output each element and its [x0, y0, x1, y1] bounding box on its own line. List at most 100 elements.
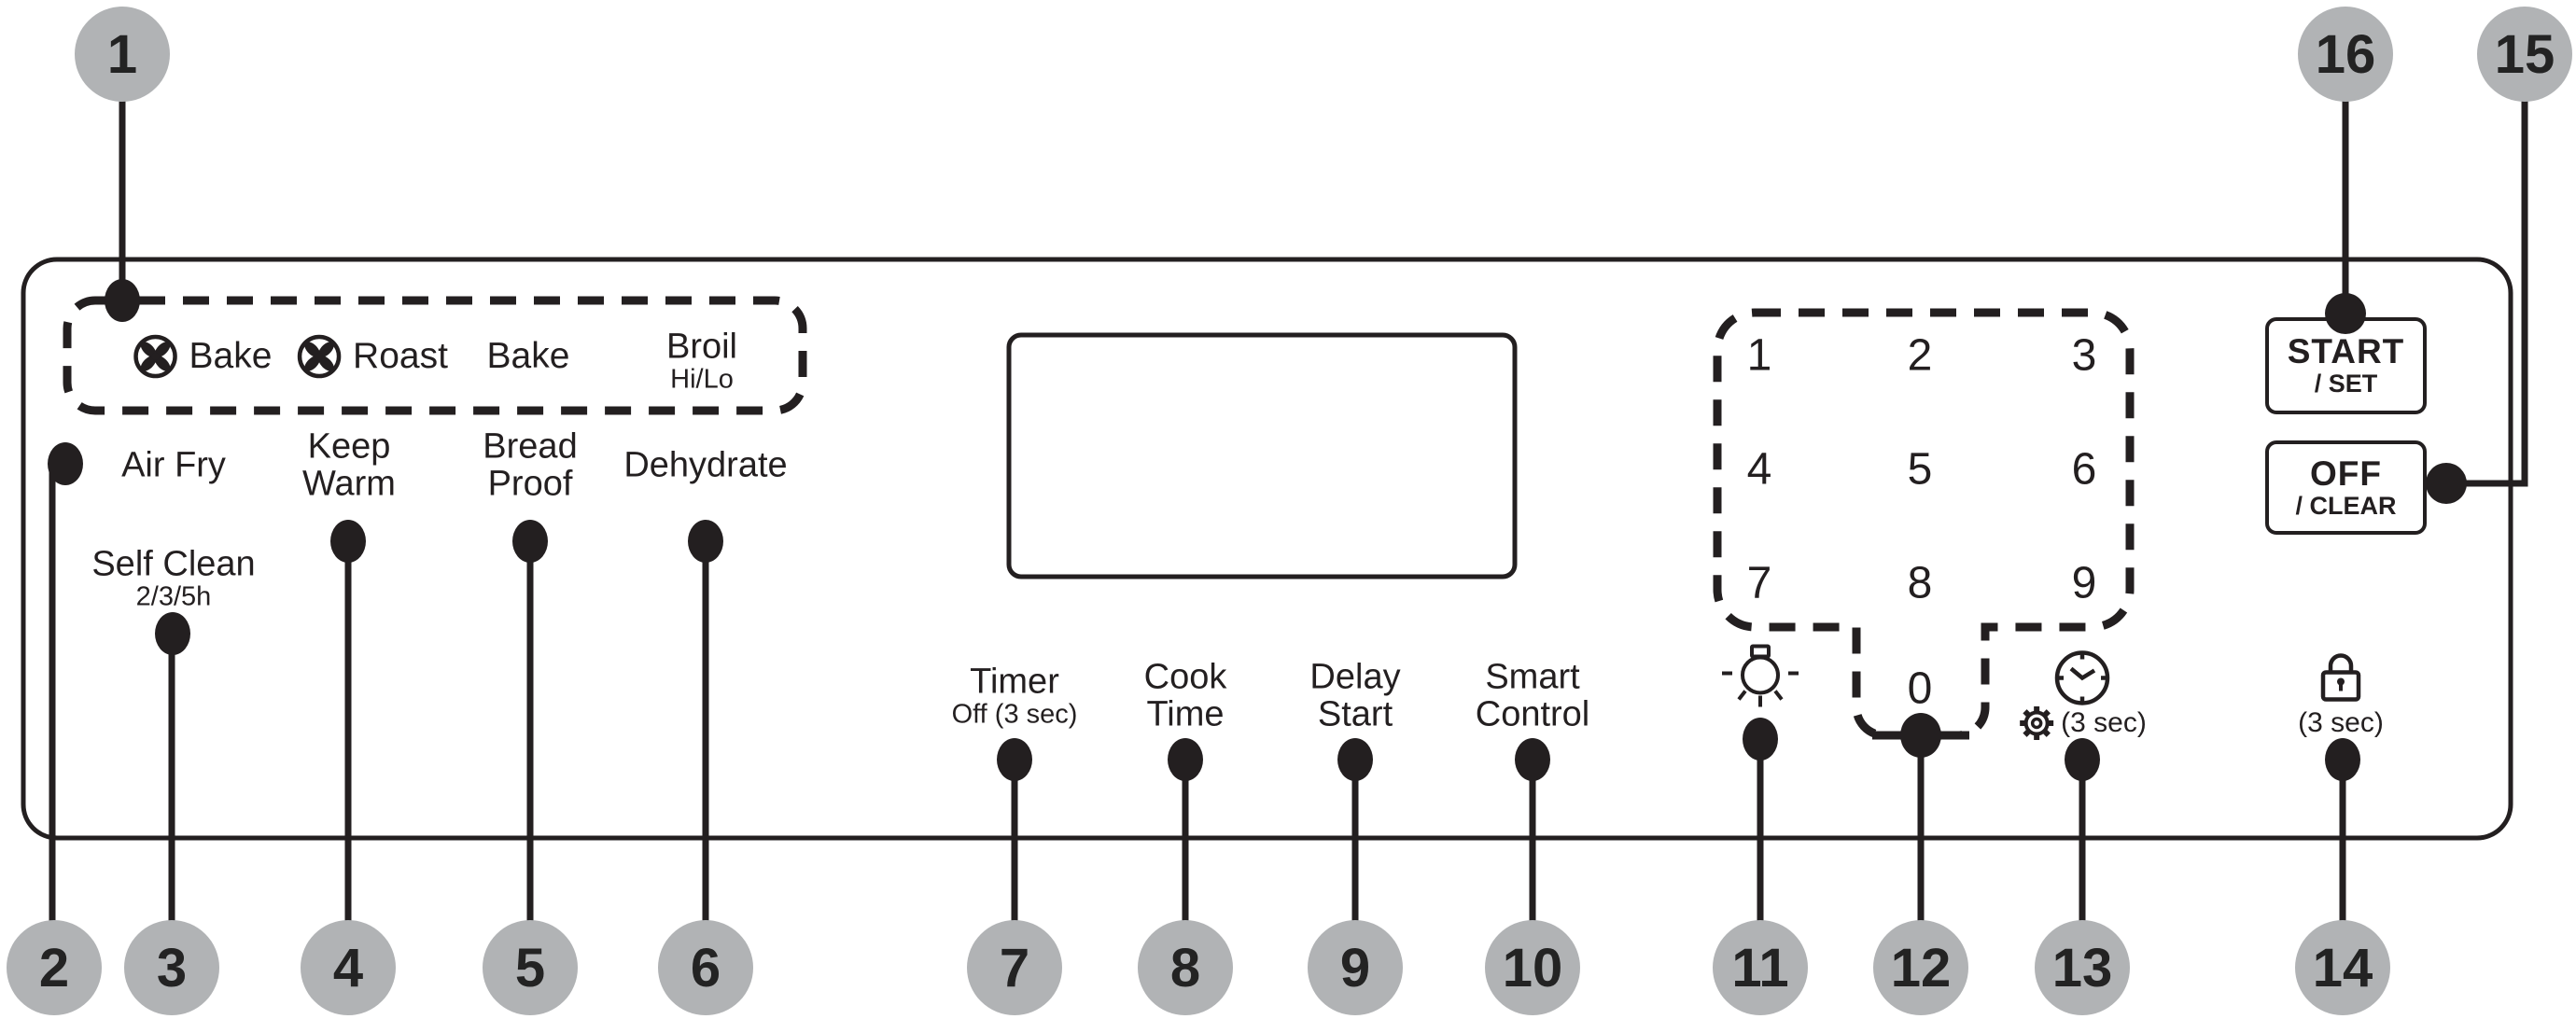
- callout-dot-14: [2325, 738, 2360, 781]
- off-clear-button[interactable]: OFF / CLEAR: [2265, 440, 2427, 535]
- callout-line-15: [2446, 99, 2528, 487]
- callout-number: 9: [1339, 937, 1371, 998]
- callout-number: 3: [156, 937, 188, 998]
- hold-time-label: (3 sec): [2298, 707, 2384, 738]
- callout-badge-12: 12: [1873, 920, 1968, 1015]
- callout-number: 12: [1890, 937, 1952, 998]
- keypad-digit: 2: [1907, 330, 1933, 381]
- callout-badge-7: 7: [967, 920, 1062, 1015]
- callout-dot-10: [1515, 738, 1550, 781]
- key-label: Bread: [483, 426, 578, 467]
- callout-dot-6: [688, 520, 723, 563]
- keypad-key-1[interactable]: 1: [1747, 330, 1772, 382]
- callout-number: 4: [332, 937, 364, 998]
- button-label: OFF: [2310, 454, 2382, 493]
- keypad-key-5[interactable]: 5: [1908, 444, 1933, 496]
- key-dehydrate[interactable]: Dehydrate: [623, 446, 787, 486]
- callout-badge-4: 4: [301, 920, 396, 1015]
- callout-dot-15: [2426, 463, 2467, 504]
- keypad-key-7[interactable]: 7: [1747, 558, 1772, 609]
- keypad-digit: 9: [2071, 558, 2097, 608]
- key-broil[interactable]: Broil Hi/Lo: [666, 328, 737, 395]
- key-sublabel: Hi/Lo: [670, 364, 734, 395]
- callout-badge-14: 14: [2295, 920, 2390, 1015]
- callout-number: 13: [2051, 937, 2113, 998]
- keypad-digit: 4: [1746, 444, 1772, 495]
- callout-number: 16: [2315, 23, 2376, 85]
- key-bake[interactable]: Bake: [487, 336, 570, 377]
- callout-line-2: [49, 463, 63, 924]
- key-self-clean[interactable]: Self Clean 2/3/5h: [91, 544, 256, 612]
- keypad-key-3[interactable]: 3: [2072, 330, 2097, 382]
- key-sublabel: Off (3 sec): [951, 699, 1078, 730]
- callout-badge-6: 6: [658, 920, 753, 1015]
- keypad-key-4[interactable]: 4: [1747, 444, 1772, 496]
- key-label: Bake: [189, 336, 273, 376]
- keypad-key-2[interactable]: 2: [1908, 330, 1933, 382]
- callout-dot-16: [2325, 293, 2366, 334]
- callout-badge-9: 9: [1308, 920, 1403, 1015]
- callout-number: 6: [690, 937, 721, 998]
- callout-number: 15: [2494, 23, 2555, 85]
- key-sublabel: 2/3/5h: [135, 581, 212, 612]
- callout-dot-12: [1900, 713, 1941, 758]
- start-set-button[interactable]: START / SET: [2265, 317, 2427, 414]
- callout-badge-15: 15: [2477, 7, 2572, 102]
- hold-time-label: (3 sec): [2061, 707, 2147, 738]
- keypad-digit: 1: [1746, 330, 1772, 381]
- key-cook-time[interactable]: Cook Time: [1143, 657, 1227, 734]
- callout-badge-11: 11: [1713, 920, 1808, 1015]
- key-label: Timer: [970, 662, 1059, 702]
- clock-icon: [2054, 650, 2110, 705]
- clock-icon-wrap: [2052, 649, 2112, 713]
- key-convection-bake[interactable]: Bake: [132, 332, 273, 381]
- key-smart-control[interactable]: Smart Control: [1475, 658, 1590, 734]
- key-delay-start[interactable]: Delay Start: [1309, 658, 1400, 734]
- key-label: Control: [1475, 695, 1590, 734]
- callout-number: 11: [1731, 937, 1789, 998]
- callout-badge-1: 1: [75, 7, 170, 102]
- convection-fan-icon: [297, 334, 342, 379]
- key-label: Proof: [487, 465, 573, 504]
- key-bread-proof[interactable]: Bread Proof: [483, 426, 578, 504]
- key-label: Bake: [486, 336, 570, 376]
- callout-badge-3: 3: [124, 920, 219, 1015]
- keypad-key-6[interactable]: 6: [2072, 444, 2097, 496]
- callout-lines: [49, 99, 2528, 924]
- keypad-digit: 7: [1746, 558, 1772, 608]
- callout-number: 2: [38, 937, 70, 998]
- keypad-key-8[interactable]: 8: [1908, 558, 1933, 609]
- key-clock-settings[interactable]: (3 sec): [2018, 705, 2147, 742]
- callout-number: 10: [1502, 937, 1563, 998]
- keypad-digit: 3: [2071, 330, 2097, 381]
- callout-dot-4: [330, 520, 366, 563]
- callout-badge-5: 5: [483, 920, 578, 1015]
- callout-dot-9: [1337, 738, 1373, 781]
- lock-icon: [2320, 653, 2361, 702]
- key-convection-roast[interactable]: Roast: [295, 332, 448, 381]
- callout-number: 5: [514, 937, 546, 998]
- keypad-digit: 6: [2071, 444, 2097, 495]
- key-label: Cook: [1143, 657, 1227, 697]
- lock-icon-wrap: [2313, 650, 2369, 711]
- gear-icon: [2020, 706, 2054, 740]
- key-label: Start: [1317, 695, 1393, 734]
- key-label: Time: [1146, 695, 1225, 734]
- key-oven-light[interactable]: [1717, 643, 1803, 720]
- key-label: Broil: [665, 327, 738, 367]
- keypad-key-9[interactable]: 9: [2072, 558, 2097, 609]
- keypad-key-0[interactable]: 0: [1908, 663, 1933, 715]
- key-control-lock[interactable]: (3 sec): [2298, 707, 2384, 739]
- light-bulb-icon: [1722, 644, 1799, 707]
- key-timer[interactable]: Timer Off (3 sec): [952, 663, 1078, 730]
- button-sublabel: / CLEAR: [2295, 491, 2397, 520]
- callout-dot-8: [1168, 738, 1203, 781]
- control-panel-outline: [21, 257, 2513, 841]
- callout-dot-13: [2065, 738, 2100, 781]
- key-label: Self Clean: [91, 544, 256, 584]
- key-keep-warm[interactable]: Keep Warm: [302, 427, 396, 503]
- keypad-digit: 5: [1907, 444, 1933, 495]
- key-air-fry[interactable]: Air Fry: [121, 446, 226, 486]
